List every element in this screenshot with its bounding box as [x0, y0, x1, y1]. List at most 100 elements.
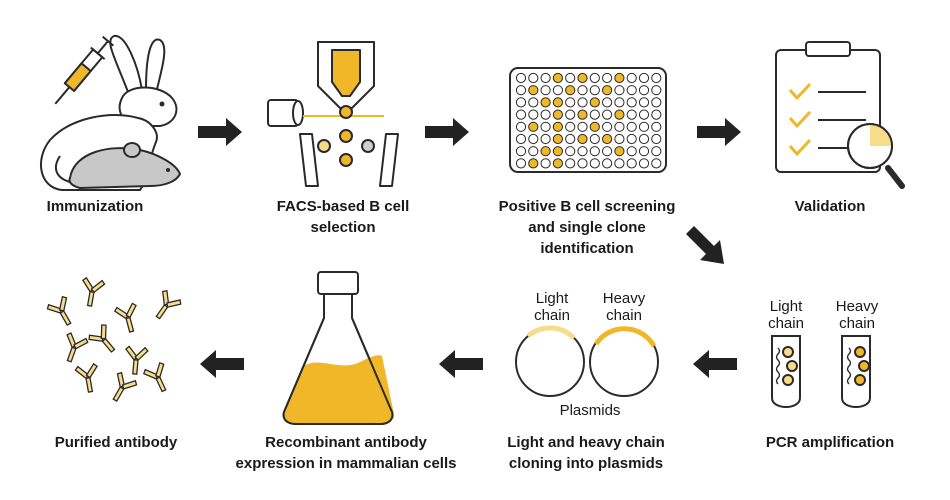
syringe-icon — [54, 35, 115, 105]
well — [602, 121, 613, 132]
well — [540, 72, 551, 84]
well — [515, 146, 527, 157]
well — [540, 158, 551, 169]
well — [540, 97, 551, 108]
well — [552, 158, 564, 169]
well — [638, 109, 650, 120]
well — [565, 121, 576, 132]
well — [528, 146, 539, 157]
well — [614, 133, 625, 145]
antibody-icon — [125, 345, 149, 375]
well — [577, 158, 588, 169]
well — [528, 72, 539, 84]
well — [638, 85, 650, 96]
well — [638, 158, 650, 169]
arrow-icon — [198, 118, 242, 146]
well — [589, 146, 600, 157]
well — [577, 133, 588, 145]
well — [614, 85, 625, 96]
well — [638, 133, 650, 145]
well — [528, 133, 539, 145]
step-facs-label: FACS-based B cell selection — [276, 198, 410, 236]
well — [577, 109, 588, 120]
well — [565, 97, 576, 108]
well — [602, 158, 613, 169]
well — [589, 121, 600, 132]
well — [626, 121, 637, 132]
arrow-icon — [693, 350, 737, 378]
well — [651, 97, 662, 108]
well — [528, 121, 539, 132]
well-plate-icon — [509, 67, 667, 173]
well — [577, 85, 588, 96]
well — [515, 97, 527, 108]
well — [565, 109, 576, 120]
well — [515, 133, 527, 145]
well — [515, 109, 527, 120]
well — [602, 109, 613, 120]
step-validation-label: Validation — [794, 198, 866, 215]
antibody-icon — [112, 371, 138, 403]
well — [565, 146, 576, 157]
well — [638, 72, 650, 84]
antibody-icon — [113, 302, 137, 333]
well — [602, 72, 613, 84]
arrow-icon — [200, 350, 244, 378]
well — [614, 97, 625, 108]
well — [577, 146, 588, 157]
well — [651, 109, 662, 120]
mouse-icon — [54, 142, 181, 189]
facs-icon — [267, 41, 399, 187]
plasmid-heavy-label: Heavy chain — [602, 290, 646, 324]
well — [552, 109, 564, 120]
plasmids-caption: Plasmids — [559, 402, 621, 419]
well — [602, 133, 613, 145]
antibody-icon — [46, 295, 72, 327]
well — [577, 72, 588, 84]
well — [577, 121, 588, 132]
well — [638, 97, 650, 108]
well — [626, 85, 637, 96]
antibody-group — [46, 276, 182, 403]
well — [528, 97, 539, 108]
step-immunization-label: Immunization — [46, 198, 144, 215]
antibody-icon — [66, 332, 89, 363]
well — [626, 97, 637, 108]
well — [626, 158, 637, 169]
well — [651, 85, 662, 96]
well — [614, 109, 625, 120]
well — [602, 85, 613, 96]
well — [565, 85, 576, 96]
antibody-icon — [155, 290, 182, 320]
rabbit-eye-icon — [159, 101, 165, 107]
well — [515, 85, 527, 96]
arrow-icon — [439, 350, 483, 378]
step-expression-label: Recombinant antibody expression in mamma… — [235, 434, 457, 472]
well — [552, 121, 564, 132]
antibody-icon — [88, 324, 116, 353]
well — [540, 85, 551, 96]
well — [602, 146, 613, 157]
plasmid-light-label: Light chain — [534, 290, 570, 324]
antibody-icon — [82, 276, 106, 307]
well — [638, 121, 650, 132]
well — [552, 146, 564, 157]
well — [589, 133, 600, 145]
well — [540, 133, 551, 145]
pcr-light-label: Light chain — [768, 298, 804, 332]
well — [602, 97, 613, 108]
well — [552, 97, 564, 108]
well — [552, 72, 564, 84]
well — [651, 158, 662, 169]
plasmid-heavy-icon — [589, 326, 659, 397]
well — [528, 85, 539, 96]
pcr-tube-light-icon — [771, 335, 801, 408]
well — [589, 109, 600, 120]
well — [565, 72, 576, 84]
antibody-icon — [74, 362, 98, 393]
antibody-icon — [142, 361, 167, 393]
well — [651, 133, 662, 145]
arrow-icon — [697, 118, 741, 146]
